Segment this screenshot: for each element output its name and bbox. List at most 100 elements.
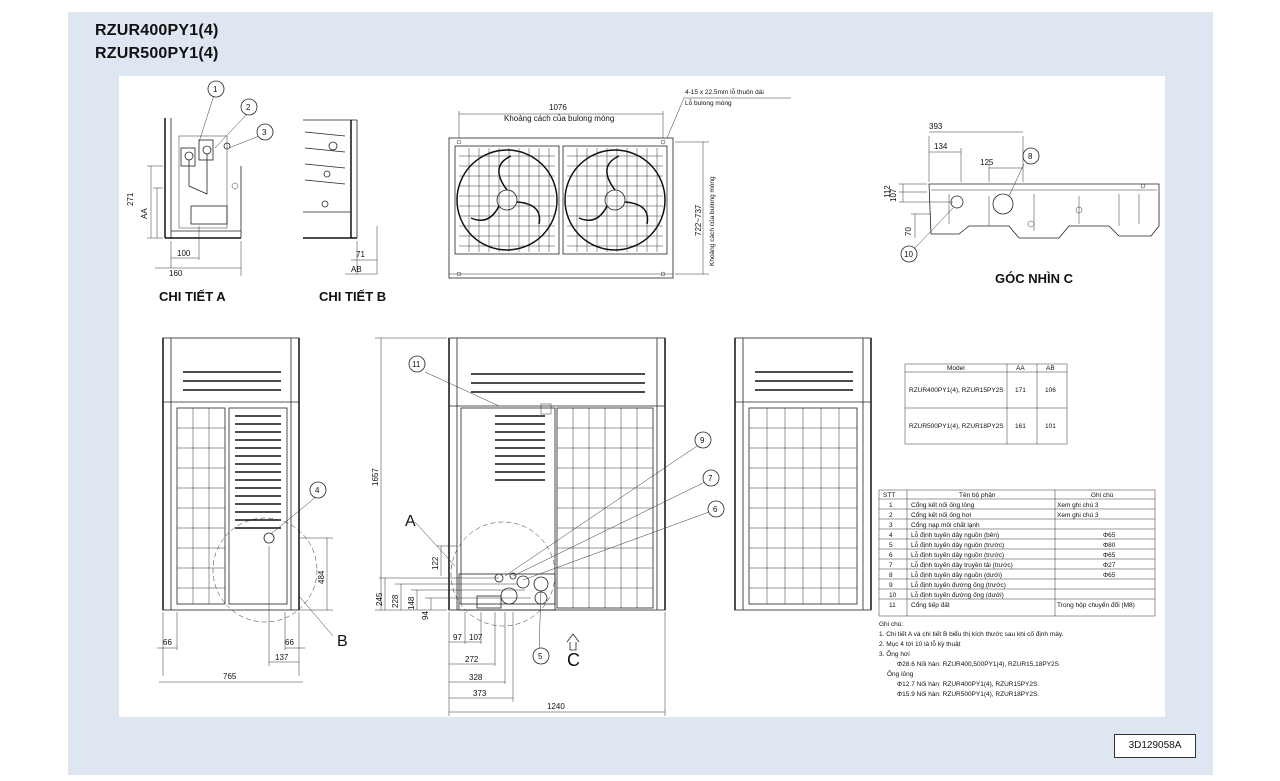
dim-66-right: 66 [285, 638, 294, 647]
svg-text:2: 2 [246, 103, 251, 112]
parts-name-cell: Cổng kết nối ống hơi [911, 510, 971, 519]
right-side-view [734, 337, 872, 611]
detail-b-view: 71 AB CHI TIẾT B [303, 119, 386, 304]
note-line-4: Φ28.6 Nối hàn: RZUR400,500PY1(4), RZUR15… [897, 659, 1060, 668]
dim-107-front: 107 [469, 633, 483, 642]
callout-5 [532, 647, 550, 665]
note-line-6: Φ12.7 Nối hàn: RZUR400PY1(4), RZUR15PY2S… [897, 679, 1039, 688]
parts-note-cell: Φ27 [1103, 562, 1116, 569]
part-name-header: Tên bộ phận [959, 492, 996, 499]
parts-name-cell: Lỗ định tuyến dây nguồn (trước) [911, 540, 1004, 549]
dim-ab: AB [351, 265, 362, 274]
note-line-5: Ống lỏng [887, 668, 914, 678]
svg-text:6: 6 [713, 505, 718, 514]
parts-stt-cell: 1 [889, 502, 893, 509]
parts-stt-cell: 5 [889, 542, 893, 549]
detail-b-marker: B [337, 633, 348, 650]
svg-text:8: 8 [1028, 152, 1033, 161]
parts-note-cell: Φ80 [1103, 542, 1116, 549]
parts-stt-cell: 11 [889, 602, 896, 609]
parts-note-cell: Φ65 [1103, 572, 1116, 579]
detail-a-callouts: 1 2 3 [198, 80, 274, 149]
ab-header: AB [1046, 365, 1055, 372]
dim-228: 228 [391, 594, 400, 608]
document-id: 3D129058A [1114, 734, 1196, 758]
parts-stt-cell: 6 [889, 552, 893, 559]
dim-373: 373 [473, 689, 487, 698]
parts-stt-cell: 3 [889, 522, 893, 529]
ab-row-2: 101 [1045, 423, 1056, 430]
parts-stt-cell: 9 [889, 582, 893, 589]
dim-70: 70 [904, 227, 913, 236]
parts-note-cell: Φ65 [1103, 552, 1116, 559]
model-header: Model [947, 365, 965, 372]
parts-name-cell: Cổng kết nối ống lỏng [911, 500, 975, 509]
parts-note-cell: Xem ghi chú 3 [1057, 512, 1099, 519]
parts-name-cell: Cổng nạp môi chất lạnh [911, 520, 980, 529]
detail-a-caption: CHI TIẾT A [159, 289, 226, 304]
dim-272: 272 [465, 655, 479, 664]
model-row-2: RZUR500PY1(4), RZUR18PY2S [909, 423, 1004, 430]
note-line-7: Φ15.9 Nối hàn: RZUR500PY1(4), RZUR18PY2S… [897, 689, 1039, 698]
callout-11 [408, 355, 426, 373]
dim-328: 328 [469, 673, 483, 682]
front-view-callouts: 11 9 7 6 5 A C [405, 355, 725, 670]
dim-125: 125 [980, 158, 994, 167]
slot-note: 4-15 x 22.5mm lỗ thuôn dài [685, 87, 764, 96]
technical-drawing: 271 AA 100 160 CHI TIẾT A 1 2 3 [126, 80, 1160, 716]
dim-393: 393 [929, 122, 943, 131]
callout-9 [694, 431, 712, 449]
callout-3 [256, 123, 274, 141]
callout-10 [900, 245, 918, 263]
dim-148: 148 [407, 596, 416, 610]
dim-1076: 1076 [549, 103, 567, 112]
callout-7 [702, 469, 720, 487]
view-c-callouts: 8 10 [900, 147, 1040, 263]
detail-a-marker: A [405, 513, 416, 530]
ab-row-1: 106 [1045, 387, 1056, 394]
anchor-hole-label: Lỗ bulong móng [685, 98, 732, 107]
notes-block: Ghi chú: 1. Chi tiết A và chi tiết B biể… [879, 621, 1064, 698]
svg-text:10: 10 [904, 250, 913, 259]
vertical-anchor-note: Khoảng cách của bulong móng [708, 176, 716, 266]
aa-row-1: 171 [1015, 387, 1026, 394]
parts-note-cell: Φ65 [1103, 532, 1116, 539]
model-title-1: RZUR400PY1(4) [95, 22, 219, 39]
dim-484: 484 [317, 570, 326, 584]
parts-stt-cell: 7 [889, 562, 893, 569]
dim-122: 122 [431, 556, 440, 570]
dim-100: 100 [177, 249, 191, 258]
model-table: Model AA AB RZUR400PY1(4), RZUR15PY2S 17… [904, 363, 1068, 445]
parts-name-cell: Lỗ định tuyến đường ống (dưới) [911, 590, 1004, 599]
dim-1657: 1657 [371, 468, 380, 486]
anchor-spacing-label: Khoảng cách của bulong móng [504, 114, 614, 123]
model-title-2: RZUR500PY1(4) [95, 45, 219, 62]
view-c-marker: C [567, 650, 580, 670]
dim-722-737: 722~737 [694, 204, 703, 236]
callout-1 [207, 80, 225, 98]
parts-stt-cell: 8 [889, 572, 893, 579]
view-c-caption: GÓC NHÌN C [995, 271, 1074, 286]
parts-note-cell: Xem ghi chú 3 [1057, 502, 1099, 509]
view-c-arrow-icon [566, 633, 580, 651]
svg-text:3: 3 [262, 128, 267, 137]
dim-271: 271 [126, 192, 135, 206]
svg-text:11: 11 [412, 360, 421, 369]
top-view: 1076 Khoảng cách của bulong móng 4-15 x … [448, 87, 791, 279]
dim-97: 97 [453, 633, 462, 642]
dim-137: 137 [275, 653, 289, 662]
dim-66-left: 66 [163, 638, 172, 647]
callout-2 [240, 98, 258, 116]
parts-stt-cell: 10 [889, 592, 897, 599]
drawing-sheet: 271 AA 100 160 CHI TIẾT A 1 2 3 [119, 76, 1165, 717]
dim-94: 94 [421, 611, 430, 620]
dim-160: 160 [169, 269, 183, 278]
note-line-3: 3. Ống hơi [879, 648, 910, 658]
note-line-0: Ghi chú: [879, 621, 903, 628]
parts-name-cell: Lỗ định tuyến đường ống (trước) [911, 580, 1006, 589]
dim-112: 112 [883, 185, 892, 198]
parts-note-cell: Trong hộp chuyển đổi (M8) [1057, 601, 1135, 609]
parts-name-cell: Lỗ định tuyến dây nguồn (trước) [911, 550, 1004, 559]
parts-stt-cell: 2 [889, 512, 893, 519]
